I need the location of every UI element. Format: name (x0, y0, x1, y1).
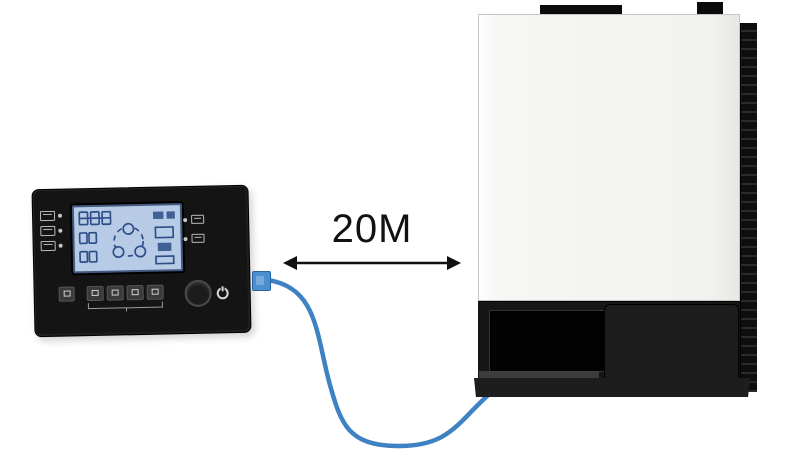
inverter-base (474, 378, 750, 397)
inverter-bottom-cover (478, 301, 740, 381)
distance-annotation: 20M (282, 208, 462, 274)
remote-display-panel (31, 184, 252, 338)
inverter-side-vents (740, 23, 757, 392)
double-arrow-icon (283, 256, 461, 270)
inverter-display-recess (489, 310, 605, 372)
rj45-connector-icon (252, 271, 271, 291)
distance-label: 20M (331, 207, 413, 251)
inverter-terminal-cover (604, 304, 739, 381)
mounting-bracket (540, 5, 622, 15)
lcd-graphics (78, 210, 175, 265)
inverter-front-panel (478, 14, 740, 301)
inverter-bottom-trim (479, 371, 599, 379)
mounting-bracket (697, 2, 723, 15)
lcd-screen (71, 203, 184, 274)
